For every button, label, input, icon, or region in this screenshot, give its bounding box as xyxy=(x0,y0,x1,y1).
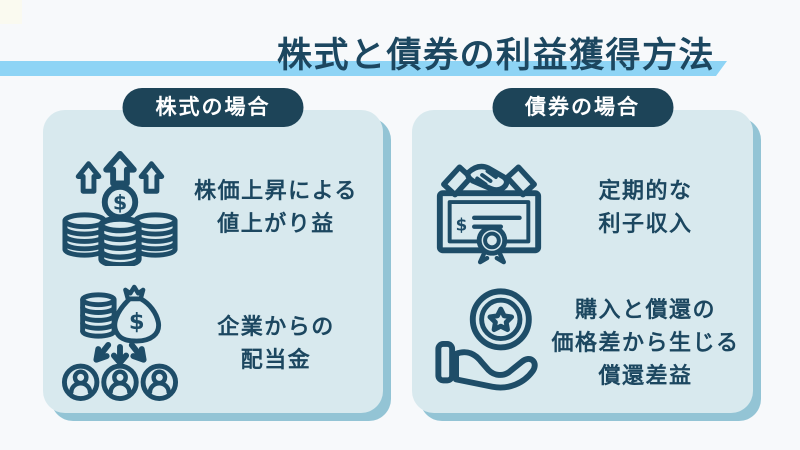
dividend-distribution-icon: $ xyxy=(59,284,181,402)
item-text: 定期的な 利子収入 xyxy=(598,177,693,236)
bonds-panel-header: 債券の場合 xyxy=(492,88,673,127)
redemption-gain-icon xyxy=(428,284,550,402)
dollar-glyph: $ xyxy=(129,309,145,335)
item-text: 企業からの 配当金 xyxy=(217,313,335,372)
item-text: 購入と償還の 価格差から生じる 償還差益 xyxy=(551,297,740,388)
corner-decoration xyxy=(0,0,22,24)
stocks-panel-header: 株式の場合 xyxy=(122,88,304,127)
list-item: 購入と償還の 価格差から生じる 償還差益 xyxy=(428,276,741,409)
list-item: $ 株価上昇による 値上がり益 xyxy=(59,140,371,273)
dollar-glyph: $ xyxy=(113,190,127,214)
list-item: $ 企業からの 配当金 xyxy=(59,276,371,409)
dollar-glyph: $ xyxy=(456,214,468,234)
bond-interest-icon: $ xyxy=(428,148,550,266)
list-item: $ 定期的な 利子収入 xyxy=(428,140,741,273)
bonds-panel: 債券の場合 xyxy=(412,88,753,413)
stocks-panel: 株式の場合 xyxy=(43,88,383,413)
title-underline-bar xyxy=(0,61,727,76)
page-title: 株式と債券の利益獲得方法 xyxy=(276,36,715,75)
item-text: 株価上昇による 値上がり益 xyxy=(194,177,358,236)
stock-price-rise-icon: $ xyxy=(59,148,181,266)
